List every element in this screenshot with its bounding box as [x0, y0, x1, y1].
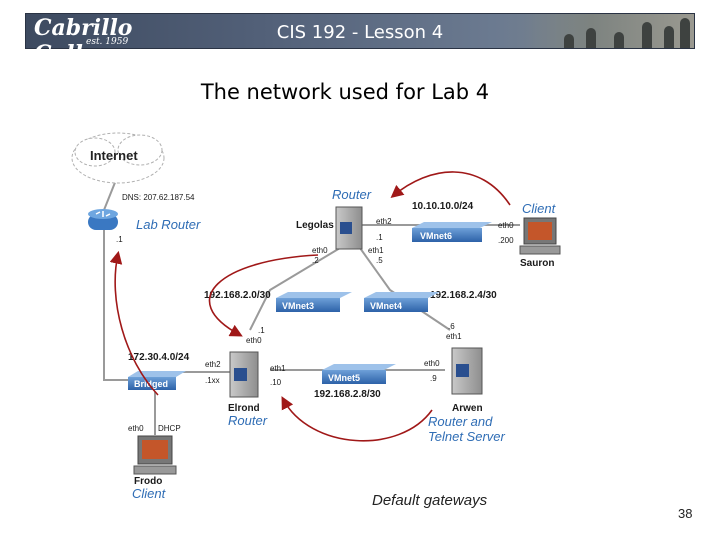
dns-label: DNS: 207.62.187.54 [122, 193, 195, 202]
bridged-switch: Bridged [128, 371, 186, 390]
sauron-eth0: eth0 [498, 221, 514, 230]
vmnet5-switch: VMnet5 [322, 364, 396, 384]
frodo-pc-icon [133, 435, 177, 475]
sauron-name: Sauron [520, 258, 554, 269]
vmnet5-label: VMnet5 [328, 373, 360, 383]
college-logo: Cabrillo College est. 1959 [34, 15, 194, 67]
sauron-role: Client [522, 201, 557, 216]
elrond-eth2-ip: .1xx [205, 376, 220, 385]
elrond-eth2: eth2 [205, 360, 221, 369]
legolas-eth0: eth0 [312, 246, 328, 255]
internet-label: Internet [90, 148, 138, 163]
vmnet6-switch: VMnet6 [412, 222, 492, 242]
elrond-eth0-ip: .1 [258, 326, 265, 335]
arwen-eth1: eth1 [446, 332, 462, 341]
sauron-ip: .200 [498, 236, 514, 245]
frodo-eth0: eth0 [128, 424, 144, 433]
arwen-name: Arwen [452, 403, 483, 414]
legolas-role: Router [332, 187, 372, 202]
internet-cloud: Internet [71, 132, 165, 184]
frodo-dhcp: DHCP [158, 424, 181, 433]
lab-router-role: Lab Router [136, 217, 201, 232]
legolas-eth2: eth2 [376, 217, 392, 226]
elrond-eth1-ip: .10 [270, 378, 282, 387]
sauron-pc-icon [519, 217, 561, 255]
elrond-eth0: eth0 [246, 336, 262, 345]
legolas-server-icon [335, 206, 363, 250]
elrond-eth1: eth1 [270, 364, 286, 373]
elrond-role: Router [228, 413, 268, 428]
elrond-server-icon [229, 351, 259, 398]
legolas-eth1: eth1 [368, 246, 384, 255]
logo-text: Cabrillo College [34, 15, 133, 67]
net-172-label: 172.30.4.0/24 [128, 352, 190, 363]
vmnet4-label: VMnet4 [370, 301, 402, 311]
page-number: 38 [678, 506, 693, 521]
vmnet6-label: VMnet6 [420, 231, 452, 241]
net-192-8-label: 192.168.2.8/30 [314, 389, 381, 400]
vmnet3-label: VMnet3 [282, 301, 314, 311]
default-gateway-arrows [109, 171, 511, 442]
vmnet4-switch: VMnet4 [364, 292, 440, 312]
router-icon [88, 209, 118, 230]
vmnet3-switch: VMnet3 [276, 292, 352, 312]
legolas-eth1-ip: .5 [376, 256, 383, 265]
legolas-eth2-ip: .1 [376, 233, 383, 242]
net-192-4-label: 192.168.2.4/30 [430, 290, 497, 301]
header-banner: Cabrillo College est. 1959 CIS 192 - Les… [25, 13, 695, 67]
default-gateways-caption: Default gateways [372, 492, 488, 509]
frodo-name: Frodo [134, 476, 162, 487]
legolas-name: Legolas [296, 220, 334, 231]
arwen-eth0-ip: .9 [430, 374, 437, 383]
arwen-server-icon [451, 347, 483, 395]
net-192-0-label: 192.168.2.0/30 [204, 290, 271, 301]
lab-router-ip: .1 [116, 235, 123, 244]
course-title: CIS 192 - Lesson 4 [276, 22, 444, 43]
header-photo [524, 14, 694, 48]
arwen-eth0: eth0 [424, 359, 440, 368]
arwen-role-2: Telnet Server [428, 429, 506, 444]
bridged-label: Bridged [134, 379, 168, 389]
logo-subtext: est. 1959 [86, 37, 129, 47]
elrond-name: Elrond [228, 403, 260, 414]
arwen-role-1: Router and [428, 414, 493, 429]
arwen-eth1-ip: .6 [448, 322, 455, 331]
net-10-label: 10.10.10.0/24 [412, 201, 474, 212]
frodo-role: Client [132, 486, 167, 501]
legolas-eth0-ip: .2 [312, 256, 319, 265]
slide-title: The network used for Lab 4 [200, 80, 490, 104]
